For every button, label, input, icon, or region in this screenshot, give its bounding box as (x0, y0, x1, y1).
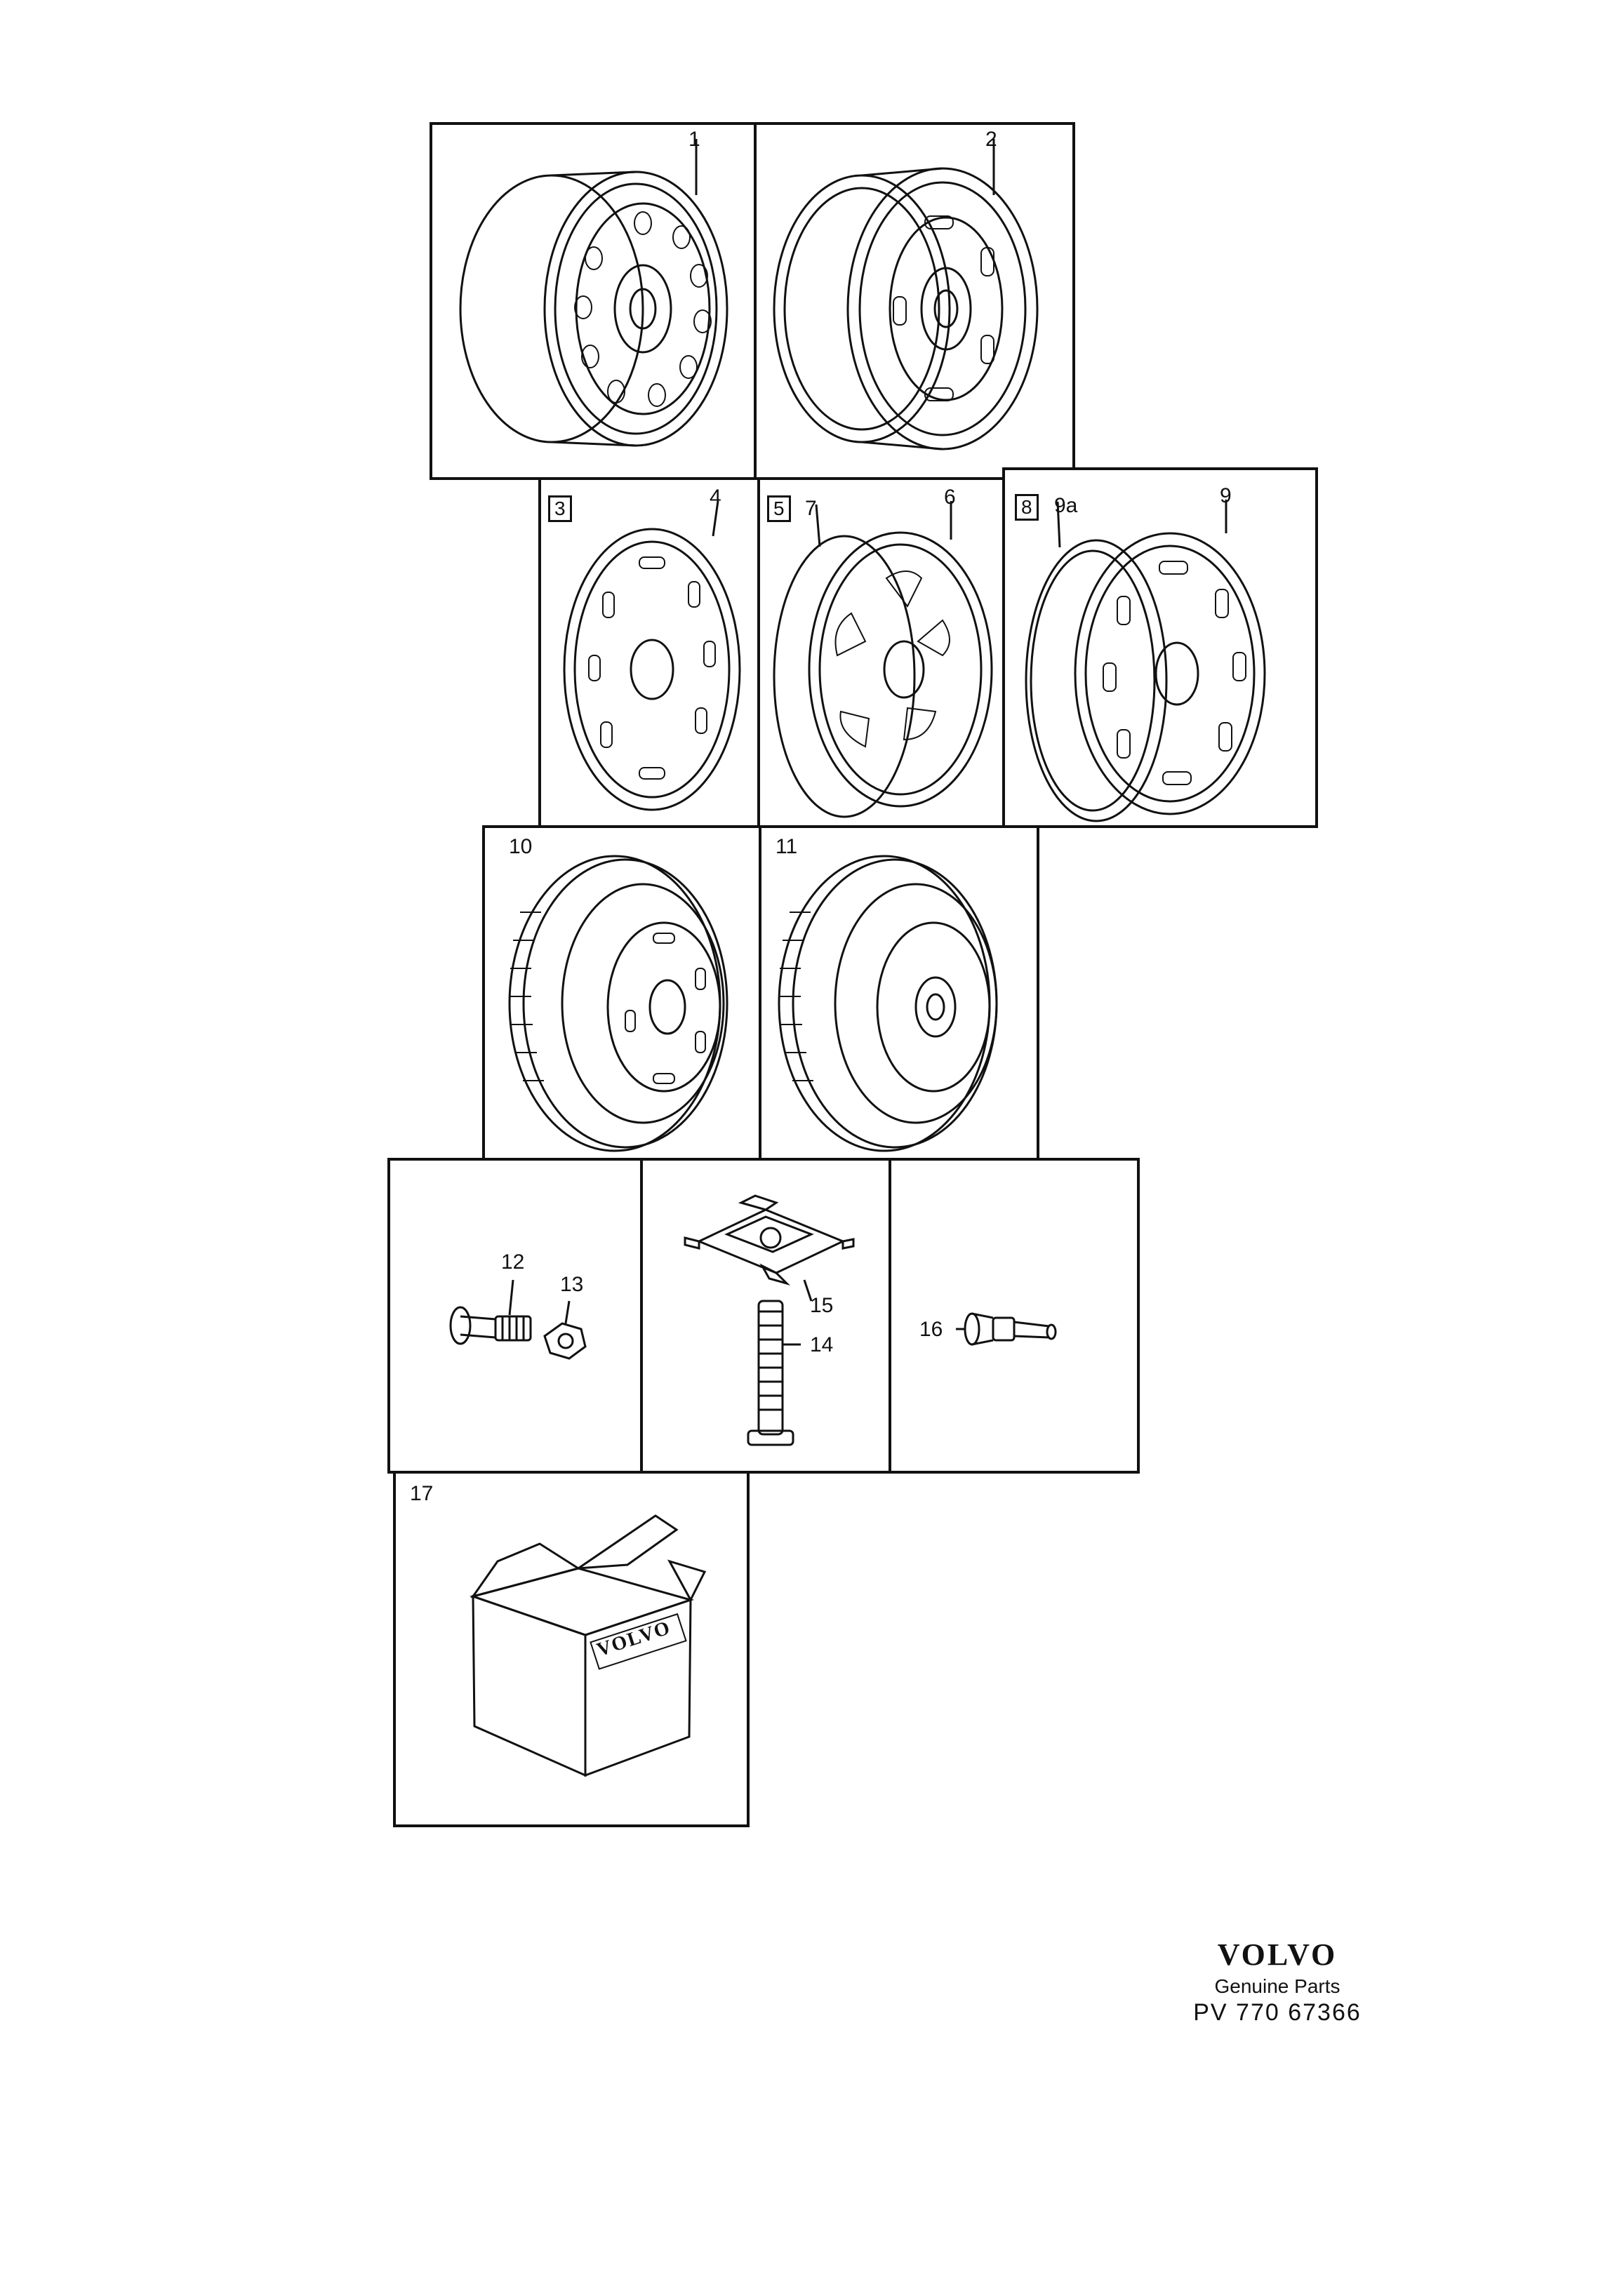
callout-15: 15 (810, 1294, 834, 1317)
callout-7: 7 (805, 497, 817, 520)
callout-5: 5 (767, 495, 791, 522)
panel-steel-wheel-1: 1 (430, 122, 757, 480)
panel-bolt-nut: 12 13 (387, 1158, 643, 1474)
callout-9a: 9a (1054, 494, 1078, 517)
callout-9: 9 (1220, 484, 1232, 507)
spare-wheel-holder-icon (684, 1194, 855, 1446)
footer: VOLVO Genuine Parts PV 770 67366 (1172, 1937, 1383, 2027)
callout-6: 6 (944, 486, 956, 509)
hubcap-icon (563, 500, 741, 811)
callout-16: 16 (919, 1318, 943, 1341)
panel-hubcap-6: 5 7 6 (757, 477, 1005, 828)
callout-12: 12 (501, 1250, 525, 1274)
panel-hubcap-4: 3 4 (538, 477, 760, 828)
footer-subtitle: Genuine Parts (1214, 1975, 1340, 1997)
hubcap-icon (1025, 500, 1266, 822)
panel-hubcap-9: 8 9a 9 (1002, 467, 1318, 828)
callout-1: 1 (688, 128, 700, 151)
wheel-bolt-icon (449, 1279, 587, 1360)
valve-icon (956, 1312, 1057, 1346)
panel-valve: 16 (889, 1158, 1140, 1474)
callout-17: 17 (410, 1482, 434, 1505)
tyre-wheel-icon (778, 855, 998, 1152)
footer-brand: VOLVO (1217, 1937, 1338, 1972)
callout-3: 3 (548, 495, 572, 522)
callout-2: 2 (985, 128, 997, 151)
panel-steel-wheel-2: 2 (754, 122, 1075, 480)
threaded-rod-icon (747, 1300, 801, 1446)
callout-14: 14 (810, 1333, 834, 1356)
steel-wheel-icon (773, 139, 1039, 450)
callout-11: 11 (776, 835, 798, 858)
hubcap-icon (773, 501, 993, 818)
panel-tyre-wheel-10: 10 (482, 825, 761, 1161)
parts-box-icon (469, 1514, 707, 1777)
callout-10: 10 (509, 835, 533, 858)
tyre-wheel-icon (508, 855, 728, 1152)
callout-13: 13 (560, 1273, 584, 1296)
footer-part-code: PV 770 67366 (1193, 1999, 1362, 2026)
steel-wheel-icon (459, 139, 728, 447)
callout-8: 8 (1015, 494, 1039, 521)
panel-spare-holder: 15 14 (640, 1158, 891, 1474)
panel-tyre-wheel-11: 11 (759, 825, 1039, 1161)
panel-parts-box: 17 VOLVO (393, 1471, 750, 1827)
callout-4: 4 (710, 486, 721, 509)
wheel-nut-icon (543, 1300, 587, 1360)
